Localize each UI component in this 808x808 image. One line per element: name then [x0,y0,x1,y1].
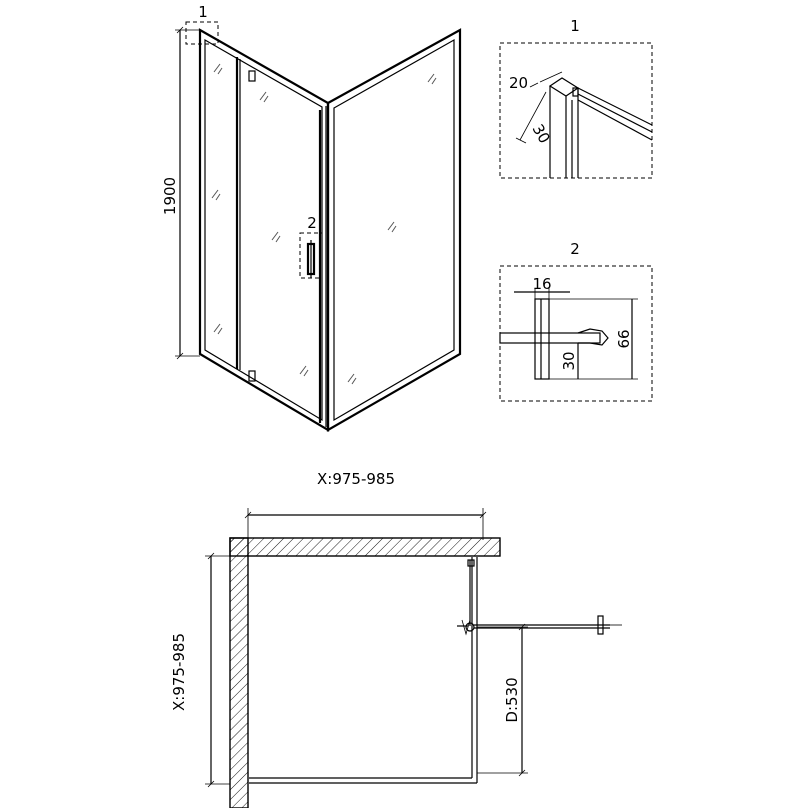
elevation-view: 1900 [161,3,462,432]
detail-1-callout-box [185,21,219,45]
back-wall [229,537,501,557]
detail-2-callout-box [299,232,323,279]
side-panel [326,28,462,432]
detail-2: 2 16 66 30 [499,240,653,402]
door-swing-label: D:530 [503,677,521,722]
detail-1-title: 1 [570,17,580,35]
detail-2-dim-offset: 30 [560,351,578,370]
enclosure-outline [249,557,622,784]
door-handle-plan [597,615,604,635]
height-dimension: 1900 [161,26,200,360]
detail-2-dim-height: 66 [615,329,633,348]
detail-2-title: 2 [570,240,580,258]
detail-1: 1 20 30 [499,17,653,179]
detail-2-dim-width: 16 [532,275,551,293]
side-wall [229,537,249,808]
detail-2-callout-label: 2 [307,214,317,232]
plan-view: X:975-985 X:975-985 [170,470,622,808]
detail-1-callout-label: 1 [198,3,208,21]
detail-1-dim-a: 20 [509,74,528,92]
height-label: 1900 [161,177,179,215]
plan-width-label: X:975-985 [317,470,395,488]
plan-depth-label: X:975-985 [170,633,188,711]
